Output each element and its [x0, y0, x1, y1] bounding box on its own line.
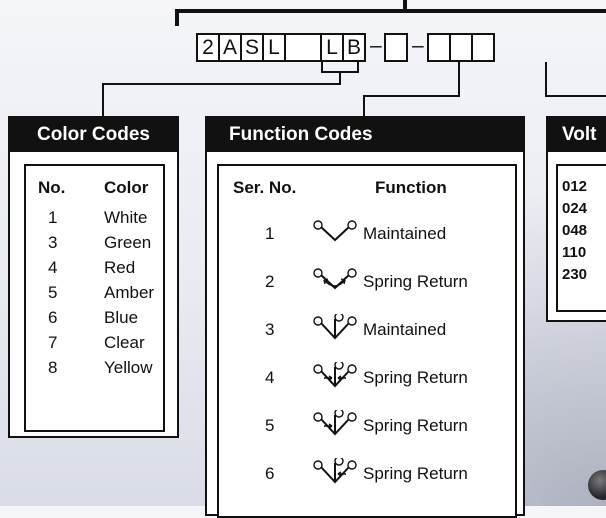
- color-bracket-line: [321, 62, 359, 73]
- color-no-header: No.: [38, 178, 66, 197]
- voltage-code: 110: [562, 244, 587, 261]
- function-code-name: Maintained: [363, 224, 447, 243]
- three-way-spring-return-left-icon: [311, 408, 359, 445]
- voltage-codes-title: Volt: [548, 118, 606, 152]
- voltage-code: 012: [562, 178, 588, 195]
- part-number-box: 2: [196, 33, 220, 62]
- three-way-spring-return-right-icon: [311, 456, 359, 493]
- color-codes-panel: Color Codes No. Color 1 White 3 Green 4 Red 5 A…: [8, 116, 179, 438]
- function-name-header: Function: [375, 178, 447, 197]
- color-code-name: Red: [104, 258, 136, 277]
- part-number-box: A: [218, 33, 242, 62]
- function-codes-title: Function Codes: [207, 118, 523, 152]
- color-name-header: Color: [104, 178, 149, 197]
- function-code-number: 4: [265, 368, 275, 387]
- part-number-box: [384, 33, 408, 62]
- voltage-code: 048: [562, 222, 588, 239]
- voltage-codes-panel: Volt 012 024 048 110 230: [546, 116, 606, 322]
- connector-lines: [102, 0, 606, 116]
- color-code-number: 7: [48, 333, 58, 352]
- voltage-code: 230: [562, 266, 588, 283]
- three-way-spring-return-both-icon: [311, 360, 359, 397]
- part-number-box: B: [342, 33, 366, 62]
- function-code-number: 5: [265, 416, 275, 435]
- color-codes-title: Color Codes: [10, 118, 177, 152]
- function-connector-line: [363, 62, 460, 116]
- function-code-name: Spring Return: [363, 464, 468, 483]
- part-number-box: [449, 33, 473, 62]
- color-connector-line: [102, 72, 341, 116]
- function-code-name: Maintained: [363, 320, 447, 339]
- part-number-box: [427, 33, 451, 62]
- function-no-header: Ser. No.: [233, 178, 297, 197]
- color-codes-table: No. Color 1 White 3 Green 4 Red 5 Amber 6 Blue 7 Cl…: [24, 164, 165, 432]
- color-code-name: Green: [104, 233, 152, 252]
- selector-knob-image: [588, 470, 606, 500]
- part-number-box: S: [240, 33, 264, 62]
- part-number-box: L: [262, 33, 286, 62]
- color-code-number: 6: [48, 308, 58, 327]
- voltage-code: 024: [562, 200, 588, 217]
- function-code-name: Spring Return: [363, 416, 468, 435]
- two-way-maintained-icon: [311, 218, 359, 253]
- two-way-spring-return-icon: [311, 266, 359, 301]
- color-code-number: 8: [48, 358, 58, 377]
- function-code-number: 1: [265, 224, 275, 243]
- part-number-box: [471, 33, 495, 62]
- color-code-number: 1: [48, 208, 58, 227]
- part-number-box: L: [320, 33, 344, 62]
- voltage-connector-line: [545, 62, 606, 97]
- function-code-number: 2: [265, 272, 275, 291]
- top-bracket-line: [175, 9, 606, 26]
- color-code-name: Amber: [104, 283, 155, 302]
- color-code-name: White: [104, 208, 148, 227]
- function-code-name: Spring Return: [363, 272, 468, 291]
- part-number-separator: –: [412, 34, 424, 57]
- color-code-name: Clear: [104, 333, 145, 352]
- three-way-maintained-icon: [311, 312, 359, 349]
- color-code-number: 3: [48, 233, 58, 252]
- function-code-number: 3: [265, 320, 275, 339]
- part-number-box: [284, 33, 322, 62]
- part-number-separator: –: [370, 34, 382, 57]
- color-code-name: Blue: [104, 308, 139, 327]
- color-code-number: 5: [48, 283, 58, 302]
- voltage-codes-table: 012 024 048 110 230: [556, 164, 606, 312]
- function-code-number: 6: [265, 464, 275, 483]
- color-code-name: Yellow: [104, 358, 153, 377]
- color-code-number: 4: [48, 258, 58, 277]
- function-code-name: Spring Return: [363, 368, 468, 387]
